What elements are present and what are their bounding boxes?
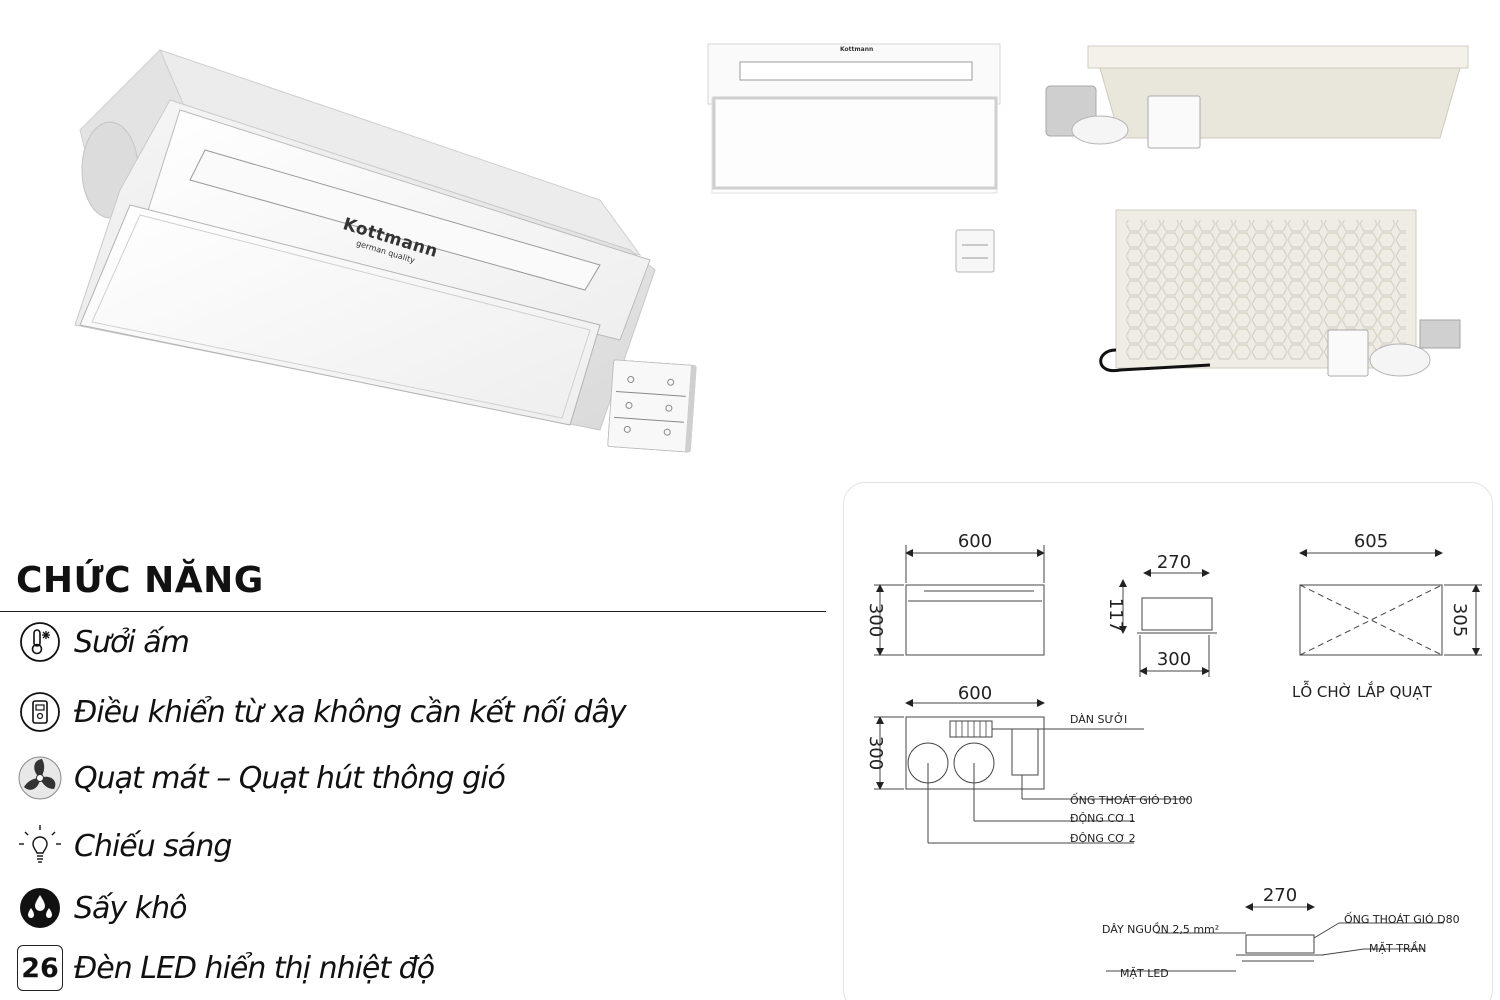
technical-drawing: 600 300 270 117 300 605 305 600 300 270 … (865, 531, 1482, 980)
label-led-face: MẶT LED (1120, 967, 1169, 980)
brand-name-small: Kottmann (840, 46, 874, 53)
dim-side-height: 117 (1105, 598, 1126, 632)
dim-top-height: 300 (865, 603, 886, 637)
feature-label: Sấy khô (74, 890, 187, 926)
remote-control-icon (14, 686, 66, 738)
feature-item-heating: Sưởi ấm (14, 614, 190, 670)
label-duct-d100: ỐNG THOÁT GIÓ D100 (1070, 793, 1193, 807)
dim-cutout-width: 605 (1354, 531, 1388, 552)
wall-remote-control (607, 359, 697, 453)
label-motor-2: ĐỘNG CƠ 2 (1070, 832, 1136, 845)
dim-side-base: 300 (1157, 649, 1191, 670)
feature-item-led-display: 26 Đèn LED hiển thị nhiệt độ (14, 940, 435, 996)
temperature-badge: 26 (17, 945, 63, 991)
label-power-cable: DÂY NGUỒN 2,5 mm² (1102, 922, 1219, 936)
label-ceiling: MẶT TRẦN (1369, 941, 1426, 955)
feature-label: Quạt mát – Quạt hút thông gió (74, 760, 506, 796)
product-front-image: Kottmann (700, 40, 1010, 280)
dim-top-width: 600 (958, 531, 992, 552)
feature-item-drying: Sấy khô (14, 880, 187, 936)
feature-label: Sưởi ấm (74, 624, 190, 660)
feature-label: Đèn LED hiển thị nhiệt độ (74, 950, 435, 986)
light-bulb-icon (14, 820, 66, 872)
feature-item-remote: Điều khiển từ xa không cần kết nối dây (14, 684, 627, 740)
features-divider (0, 611, 826, 612)
fan-icon (14, 752, 66, 804)
dim-plan-height: 300 (865, 736, 886, 770)
technical-drawing-panel: 600 300 270 117 300 605 305 600 300 270 … (843, 482, 1493, 1000)
product-back-image (1090, 200, 1470, 390)
dim-plan-width: 600 (958, 683, 992, 704)
product-side-image (1040, 38, 1480, 168)
feature-item-lighting: Chiếu sáng (14, 818, 232, 874)
feature-label: Chiếu sáng (74, 828, 232, 864)
dim-bottom-width: 270 (1263, 885, 1297, 906)
label-duct-d80: ỐNG THOÁT GIÓ D80 (1344, 912, 1460, 926)
temperature-display-icon: 26 (14, 942, 66, 994)
dim-side-width: 270 (1157, 552, 1191, 573)
product-hero-image: Kottmann german quality (40, 40, 720, 460)
feature-item-fan: Quạt mát – Quạt hút thông gió (14, 750, 506, 806)
dim-cutout-height: 305 (1449, 603, 1470, 637)
label-motor-1: ĐỘNG CƠ 1 (1070, 812, 1136, 825)
label-heater: DÀN SƯỞI (1070, 712, 1127, 726)
feature-label: Điều khiển từ xa không cần kết nối dây (74, 694, 627, 730)
thermometer-heat-icon (14, 616, 66, 668)
label-cutout: LỖ CHỜ LẮP QUẠT (1292, 680, 1433, 701)
features-title: CHỨC NĂNG (16, 560, 264, 601)
drying-drops-icon (14, 882, 66, 934)
